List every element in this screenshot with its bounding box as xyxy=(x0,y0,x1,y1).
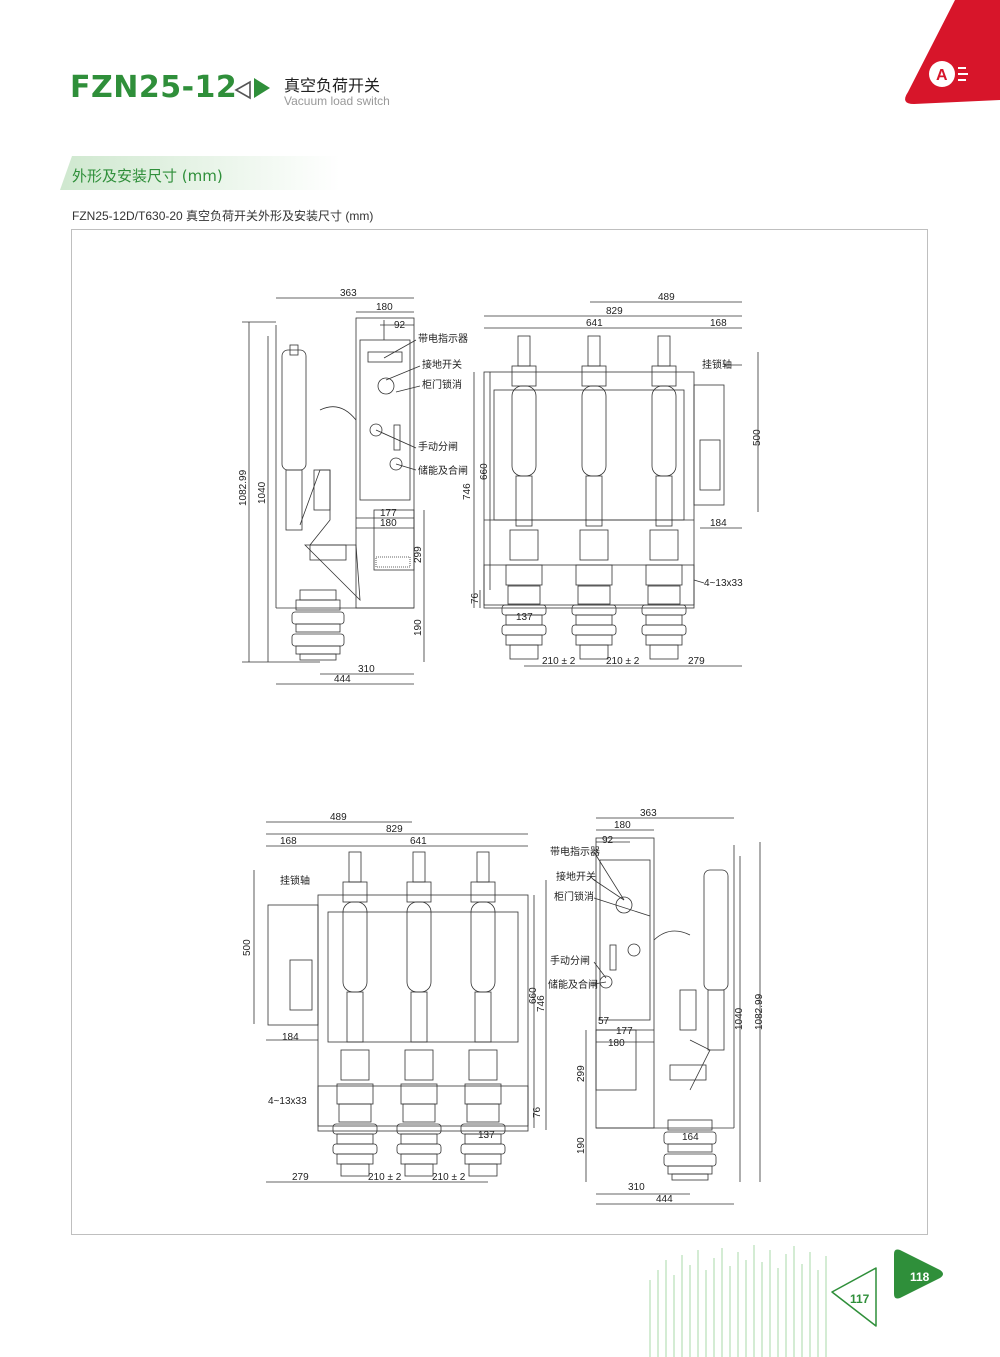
page-number-right: 118 xyxy=(910,1270,930,1284)
label-text: 手动分闸 xyxy=(418,440,458,453)
dim-text: 210 ± 2 xyxy=(606,656,640,667)
brand-logo: A xyxy=(905,0,1000,104)
label-text: 挂锁轴 xyxy=(702,358,732,371)
dim-text: 1040 xyxy=(734,1007,745,1030)
dim-text: 489 xyxy=(658,292,675,303)
label-text: 柜门锁消 xyxy=(422,378,462,391)
dim-text: 210 ± 2 xyxy=(432,1172,466,1183)
dim-text: 57 xyxy=(598,1016,610,1027)
dim-text: 829 xyxy=(606,306,623,317)
drawing-frame xyxy=(71,229,928,1235)
front-view-top-right xyxy=(473,301,759,667)
dim-text: 210 ± 2 xyxy=(368,1172,402,1183)
dim-text: 168 xyxy=(280,836,297,847)
dim-text: 180 xyxy=(614,820,631,831)
dim-text: 363 xyxy=(340,288,357,299)
dim-text: 184 xyxy=(282,1032,299,1043)
label-text: 手动分闸 xyxy=(550,954,590,967)
dim-text: 310 xyxy=(358,664,375,675)
dim-text: 363 xyxy=(640,808,657,819)
play-arrow-icon xyxy=(234,78,270,100)
dim-text: 92 xyxy=(602,835,614,846)
dim-text: 180 xyxy=(608,1038,625,1049)
dim-text: 180 xyxy=(376,302,393,313)
dim-text: 1040 xyxy=(257,481,268,504)
dim-text: 299 xyxy=(413,546,424,563)
dim-text: 180 xyxy=(380,518,397,529)
label-text: 储能及合闸 xyxy=(548,978,598,991)
label-text: 4~13x33 xyxy=(704,578,743,589)
dim-text: 1082.99 xyxy=(754,993,765,1030)
dim-text: 279 xyxy=(292,1172,309,1183)
dim-text: 746 xyxy=(462,483,473,500)
section-title: 外形及安装尺寸 (mm) xyxy=(72,167,223,185)
label-text: 带电指示器 xyxy=(418,332,468,345)
section-title-bar xyxy=(60,156,340,190)
dim-text: 137 xyxy=(516,612,533,623)
label-text: 挂锁轴 xyxy=(280,874,310,887)
dim-text: 76 xyxy=(470,592,481,604)
dim-text: 444 xyxy=(656,1194,673,1205)
dim-text: 177 xyxy=(616,1026,633,1037)
dim-text: 190 xyxy=(576,1137,587,1154)
dim-text: 500 xyxy=(752,429,763,446)
side-view-top-left xyxy=(242,297,425,685)
product-name-cn: 真空负荷开关 xyxy=(284,76,381,95)
dim-text: 76 xyxy=(532,1106,543,1118)
front-view-bottom-left xyxy=(253,821,547,1183)
dim-text: 164 xyxy=(682,1132,699,1143)
dim-text: 489 xyxy=(330,812,347,823)
label-text: 接地开关 xyxy=(556,870,596,883)
dim-text: 299 xyxy=(576,1065,587,1082)
product-name-en: Vacuum load switch xyxy=(284,94,390,108)
dim-text: 210 ± 2 xyxy=(542,656,576,667)
label-text: 储能及合闸 xyxy=(418,464,468,477)
figure-caption: FZN25-12D/T630-20 真空负荷开关外形及安装尺寸 (mm) xyxy=(72,209,374,223)
dim-text: 184 xyxy=(710,518,727,529)
dim-text: 660 xyxy=(479,463,490,480)
dim-text: 137 xyxy=(478,1130,495,1141)
dim-text: 168 xyxy=(710,318,727,329)
dim-text: 190 xyxy=(413,619,424,636)
label-text: 带电指示器 xyxy=(550,845,600,858)
dim-text: 92 xyxy=(394,320,406,331)
dim-text: 641 xyxy=(410,836,427,847)
dim-text: 660 xyxy=(528,987,539,1004)
svg-text:A: A xyxy=(936,67,948,84)
side-view-bottom-right xyxy=(585,817,761,1205)
dim-text: 310 xyxy=(628,1182,645,1193)
dim-text: 444 xyxy=(334,674,351,685)
page-number-left: 117 xyxy=(850,1292,870,1306)
dim-text: 746 xyxy=(536,995,547,1012)
dim-text: 641 xyxy=(586,318,603,329)
dim-text: 829 xyxy=(386,824,403,835)
dim-text: 177 xyxy=(380,508,397,519)
decorative-stripes xyxy=(649,1245,943,1357)
dim-text: 279 xyxy=(688,656,705,667)
label-text: 4~13x33 xyxy=(268,1096,307,1107)
product-model: FZN25-12 xyxy=(70,70,238,105)
label-text: 接地开关 xyxy=(422,358,462,371)
dim-text: 500 xyxy=(242,939,253,956)
dim-text: 1082.99 xyxy=(238,469,249,506)
label-text: 柜门锁消 xyxy=(554,890,594,903)
